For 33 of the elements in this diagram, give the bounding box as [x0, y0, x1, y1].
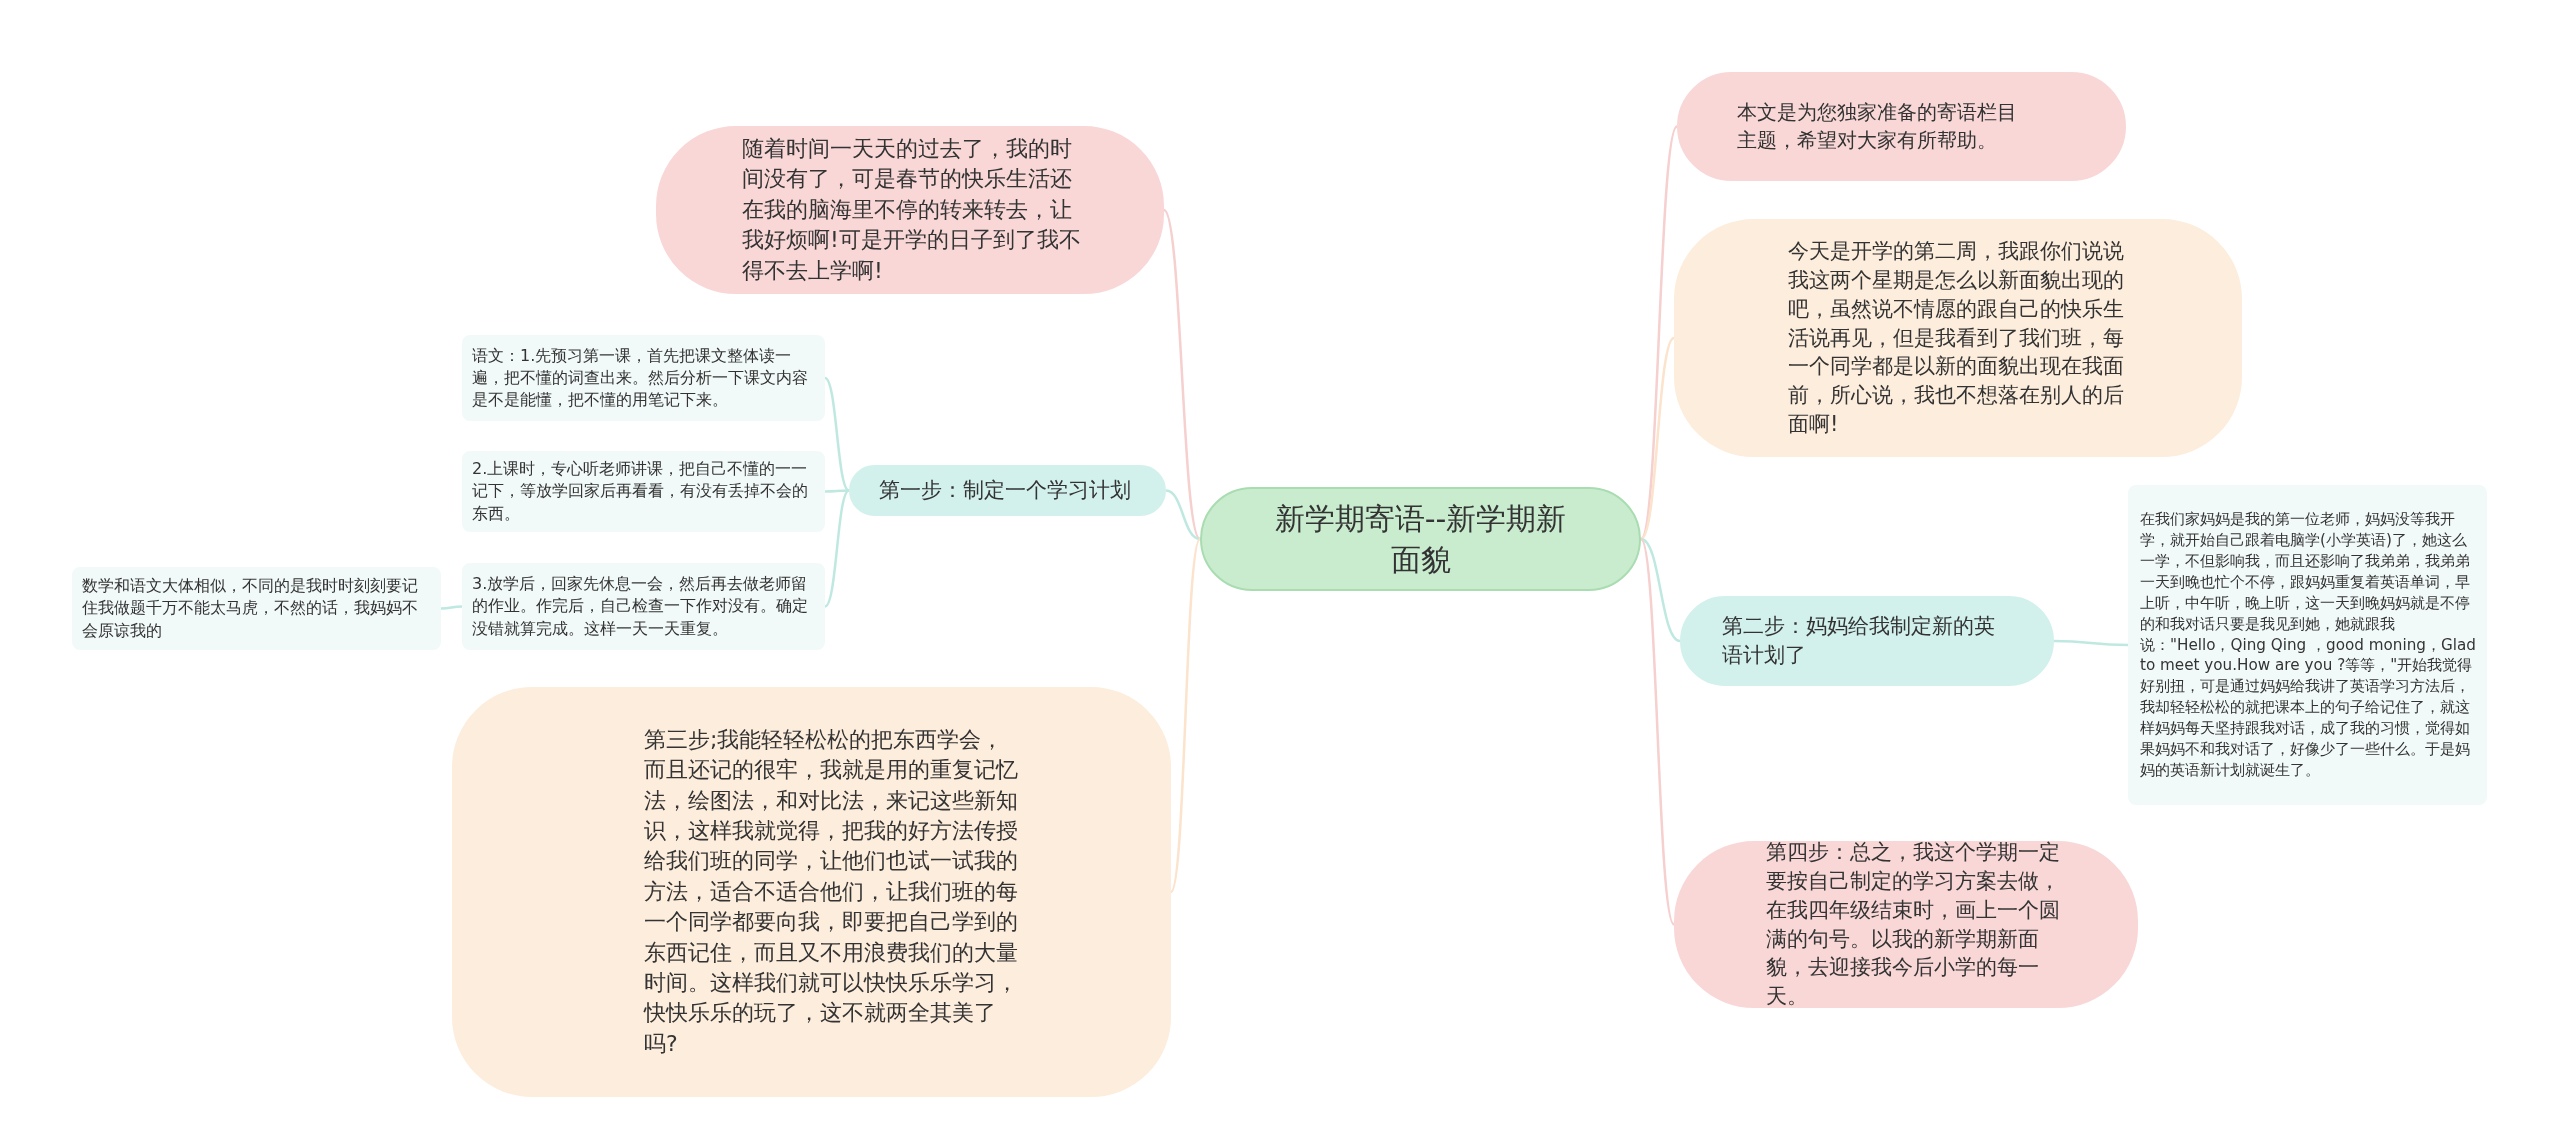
- note-card: [462, 563, 825, 650]
- topic-text: 第三步;我能轻轻松松的把东西学会，而且还记的很牢，我就是用的重复记忆法，绘图法，和对比法，来记这些新知识，这样我就觉得，把我的好方法传授给我们班的同学，让他们也试一试我的方法，适合不适合他们，让我们班的每一个同学都要向我，即要把自己学到的东西记住，而且又不用浪费我们的大量时间。这样我们就可以快快乐乐学习，快快乐乐的玩了，这不就两全其美了吗?: [644, 726, 1019, 1058]
- connector-line: [1162, 209, 1202, 540]
- note-text: 3.放学后，回家先休息一会，然后再去做老师留的作业。作完后，自己检查一下作对没有。确定没错就算完成。这样一天一天重复。: [472, 573, 809, 640]
- note-text: 数学和语文大体相似，不同的是我时时刻刻要记住我做题千万不能太马虎，不然的话，我妈妈不会原谅我的: [82, 575, 419, 642]
- connector-line: [1640, 337, 1675, 540]
- connector-line: [1640, 537, 1681, 643]
- connector-line: [1169, 538, 1202, 893]
- note-card: [462, 335, 825, 421]
- topic-text: 随着时间一天天的过去了，我的时间没有了，可是春节的快乐生活还在我的脑海里不停的转来转去，让我好烦啊!可是开学的日子到了我不得不去上学啊!: [742, 135, 1082, 285]
- note-text: 在我们家妈妈是我的第一位老师，妈妈没等我开学，就开始自己跟着电脑学(小学英语)了，她这么一学，不但影响我，而且还影响了我弟弟，我弟弟一天到晚也忙个不停，跟妈妈重复着英语单词，早上听，中午听，晚上听，这一天到晚妈妈就是不停的和我对话只要是我见到她，她就跟我说："Hello，Qing Qing ，good moning，Glad to meet you.How are you ?等等，"开始我觉得好别扭，可是通过妈妈给我讲了英语学习方法后，我却轻轻松松的就把课本上的句子给记住了，就这样妈妈每天坚持跟我对话，成了我的习惯，觉得如果妈妈不和我对话了，好像少了一些什么。于是妈妈的英语新计划就诞生了。: [2140, 508, 2477, 782]
- topic-text: 新学期寄语--新学期新面貌: [1273, 499, 1568, 579]
- topic-text: 第一步：制定一个学习计划: [879, 477, 1131, 504]
- connector-line: [2054, 639, 2128, 647]
- topic-pill: [1674, 219, 2242, 457]
- connector-line: [824, 489, 850, 608]
- note-card: [2128, 485, 2487, 805]
- connector-line: [440, 605, 463, 610]
- topic-pill: [849, 465, 1166, 516]
- connector-line: [1165, 489, 1201, 541]
- connector-line: [824, 377, 850, 492]
- connector-line: [1639, 125, 1679, 540]
- note-card: [462, 451, 825, 532]
- topic-pill: [452, 687, 1171, 1097]
- topic-text: 本文是为您独家准备的寄语栏目主题，希望对大家有所帮助。: [1737, 98, 2018, 154]
- connector-line: [1639, 538, 1676, 926]
- topic-text: 第二步：妈妈给我制定新的英语计划了: [1722, 613, 1996, 669]
- note-card: [72, 567, 441, 650]
- topic-text: 第四步：总之，我这个学期一定要按自己制定的学习方案去做，在我四年级结束时，画上一个圆满的句号。以我的新学期新面貌，去迎接我今后小学的每一天。: [1766, 838, 2061, 1011]
- connector-line: [825, 489, 849, 493]
- note-text: 2.上课时，专心听老师讲课，把自己不懂的一一记下，等放学回家后再看看，有没有丢掉不会的东西。: [472, 458, 809, 525]
- note-text: 语文：1.先预习第一课，首先把课文整体读一遍，把不懂的词查出来。然后分析一下课文内容是不是能懂，把不懂的用笔记下来。: [472, 344, 809, 412]
- topic-text: 今天是开学的第二周，我跟你们说说我这两个星期是怎么以新面貌出现的吧，虽然说不情愿的跟自己的快乐生活说再见，但是我看到了我们班，每一个同学都是以新的面貌出现在我面前，所心说，我也不想落在别人的后面啊!: [1788, 237, 2125, 439]
